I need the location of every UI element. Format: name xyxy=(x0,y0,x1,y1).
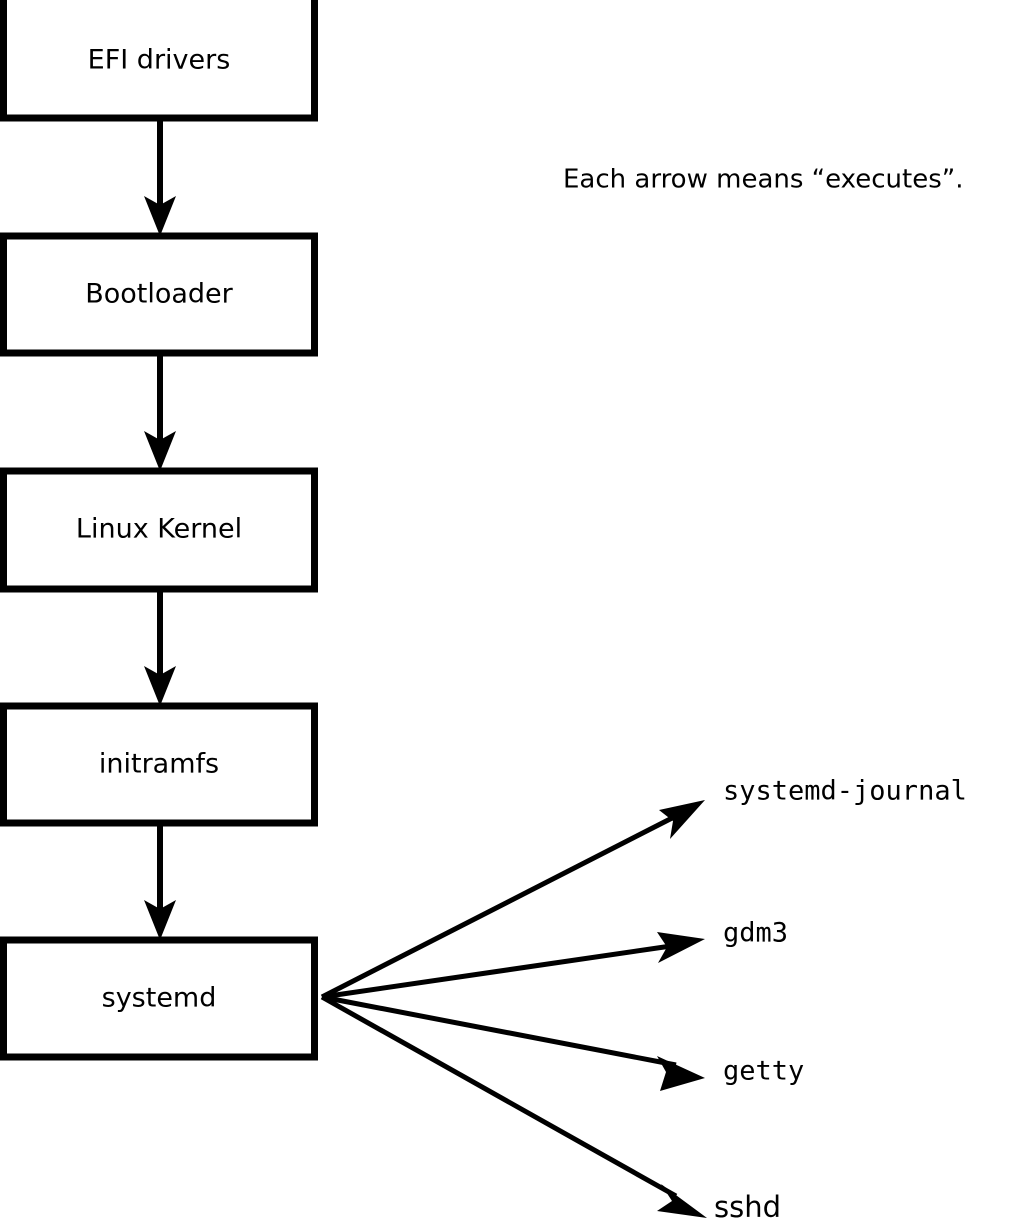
edge-systemd-to-systemd-journal-line xyxy=(320,812,680,1000)
arrow-head-icon xyxy=(657,932,705,963)
node-linux-kernel[interactable]: Linux Kernel xyxy=(0,467,318,593)
node-initramfs[interactable]: initramfs xyxy=(0,702,318,827)
node-initramfs-label: initramfs xyxy=(99,749,219,780)
node-systemd[interactable]: systemd xyxy=(0,936,318,1061)
leaf-node-sshd-label[interactable]: sshd xyxy=(714,1190,781,1224)
leaf-node-systemd-journal-label[interactable]: systemd-journal xyxy=(723,776,967,807)
arrow-head-icon xyxy=(144,666,176,706)
arrow-head-icon xyxy=(657,1056,705,1091)
edge-linux-kernel-to-initramfs xyxy=(144,589,176,706)
diagram-annotation: Each arrow means “executes”. xyxy=(563,165,964,195)
node-bootloader[interactable]: Bootloader xyxy=(0,232,318,357)
edge-efi-drivers-to-bootloader xyxy=(144,118,176,236)
edge-systemd-to-gdm3-line xyxy=(321,942,679,1000)
node-efi-drivers-rect xyxy=(0,0,318,122)
leaf-node-getty-label[interactable]: getty xyxy=(723,1056,804,1087)
arrow-head-icon xyxy=(657,1184,707,1218)
arrow-head-icon xyxy=(144,196,176,236)
node-linux-kernel-label: Linux Kernel xyxy=(76,514,242,545)
leaf-node-gdm3-label[interactable]: gdm3 xyxy=(723,918,788,949)
edge-systemd-to-sshd-line xyxy=(320,994,678,1199)
edge-systemd-to-systemd-journal xyxy=(320,800,705,1000)
edge-initramfs-to-systemd xyxy=(144,823,176,940)
node-bootloader-label: Bootloader xyxy=(85,279,233,310)
edge-bootloader-to-linux-kernel xyxy=(144,353,176,471)
arrow-head-icon xyxy=(144,431,176,471)
edge-systemd-to-gdm3 xyxy=(321,932,705,1000)
node-efi-drivers-label: EFI drivers xyxy=(88,45,231,76)
node-efi-drivers[interactable]: EFI drivers xyxy=(0,0,318,122)
node-systemd-rect xyxy=(0,936,318,1061)
edge-systemd-to-getty xyxy=(321,994,705,1091)
arrow-head-icon xyxy=(144,900,176,940)
edge-systemd-to-getty-line xyxy=(321,994,677,1068)
arrow-head-icon xyxy=(659,800,705,839)
node-systemd-label: systemd xyxy=(102,983,217,1014)
edge-systemd-to-sshd xyxy=(320,994,707,1218)
